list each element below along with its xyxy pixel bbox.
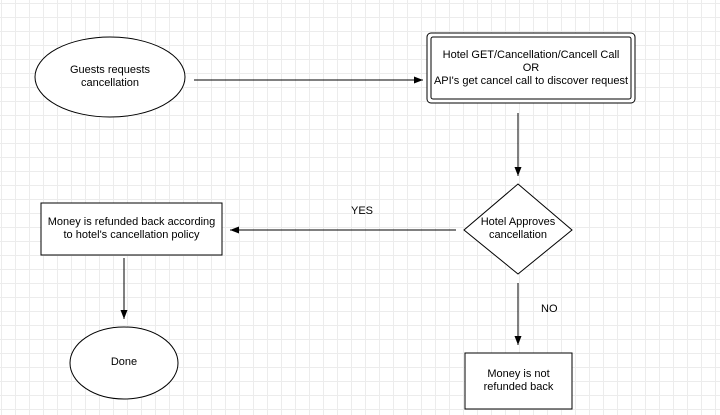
yes-edge-label: YES	[351, 205, 374, 217]
decision-label: Hotel Approves cancellation	[480, 216, 556, 241]
refunded-box[interactable]	[40, 202, 223, 256]
done-label: Done	[110, 355, 138, 368]
not-refunded-box[interactable]	[464, 352, 573, 410]
done-ellipse[interactable]	[69, 326, 179, 400]
hotel-call-box[interactable]	[426, 32, 636, 104]
guest-request-label: Guests requests cancellation	[69, 64, 151, 89]
hotel-call-box-inner-border	[430, 36, 632, 100]
hotel-call-label: Hotel GET/Cancellation/Cancell Call OR A…	[433, 48, 629, 87]
refunded-label: Money is refunded back according to hote…	[47, 216, 216, 241]
decision-diamond[interactable]	[463, 183, 573, 275]
not-refunded-label: Money is not refunded back	[483, 368, 554, 393]
no-edge-label: NO	[541, 303, 558, 315]
guest-request-ellipse[interactable]	[34, 36, 186, 118]
